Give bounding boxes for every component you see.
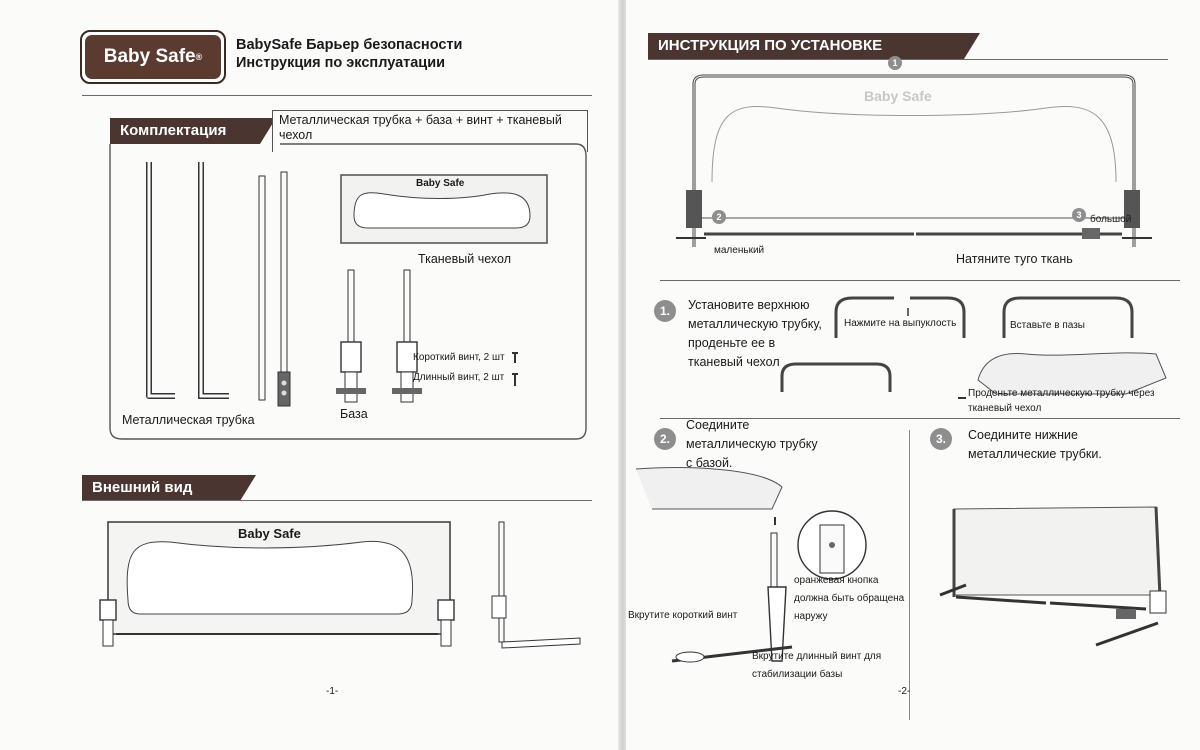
rail-logo: Baby Safe xyxy=(238,526,301,541)
page-gutter xyxy=(618,0,628,750)
step2-number: 2. xyxy=(654,428,676,450)
package-section-header: Комплектация xyxy=(110,118,276,144)
step3-diagram xyxy=(939,506,1167,647)
step1-number: 1. xyxy=(654,300,676,322)
step2-text: Соедините металлическую трубку с базой. xyxy=(686,418,818,470)
step2-diagram xyxy=(635,467,867,663)
appearance-section-header: Внешний вид xyxy=(82,475,256,501)
short-screw-note: Вкрутите короткий винт xyxy=(628,610,738,621)
manual-page-right: ИНСТРУКЦИЯ ПО УСТАНОВКЕ 1 2 3 Baby Safe … xyxy=(626,0,1200,750)
fabric-cover-drawing xyxy=(340,174,548,244)
package-section-label: Комплектация xyxy=(120,122,227,139)
step1-text: Установите верхнюю металлическую трубку,… xyxy=(688,298,822,369)
orange-button-note: оранжевая кнопка должна быть обращена на… xyxy=(794,575,905,622)
installation-section-header: ИНСТРУКЦИЯ ПО УСТАНОВКЕ xyxy=(648,33,980,59)
insert-slots-label: Вставьте в пазы xyxy=(1010,320,1085,331)
registered-mark: ® xyxy=(195,52,203,62)
step1-diagrams xyxy=(780,296,1167,399)
small-end-label: маленький xyxy=(714,245,765,256)
marker-2: 2 xyxy=(712,210,726,224)
step-divider-1 xyxy=(660,280,1180,281)
installation-section-label: ИНСТРУКЦИЯ ПО УСТАНОВКЕ xyxy=(658,37,883,54)
babysafe-logo: Baby Safe® xyxy=(80,30,226,84)
assembled-rail-front-view xyxy=(99,521,455,647)
installation-overview-diagram xyxy=(676,74,1152,247)
step-divider-2 xyxy=(660,418,1180,419)
package-contents-frame xyxy=(109,143,587,440)
long-screw-label: Длинный винт, 2 шт xyxy=(413,372,505,383)
big-end-label: большой xyxy=(1090,214,1132,225)
step3-text: Соедините нижние металлические трубки. xyxy=(968,428,1102,461)
appearance-divider xyxy=(82,500,592,501)
marker-1: 1 xyxy=(888,56,902,70)
long-screw-note: Вкрутите длинный винт для стабилизации б… xyxy=(752,651,882,680)
manual-page-left: Baby Safe® BabySafe Барьер безопасности … xyxy=(80,30,592,697)
header-divider xyxy=(82,95,592,96)
step-column-divider xyxy=(909,430,910,720)
base-label: База xyxy=(340,407,368,421)
metal-tube-drawings xyxy=(146,162,291,407)
appearance-section-label: Внешний вид xyxy=(92,479,193,496)
assembled-rail-side-view xyxy=(491,521,581,649)
base-drawing xyxy=(336,269,422,403)
installation-divider xyxy=(648,59,1168,60)
fabric-cover-logo: Baby Safe xyxy=(416,178,465,189)
right-page-number: -2- xyxy=(898,686,911,697)
marker-3: 3 xyxy=(1072,208,1086,222)
thread-tube-label: Проденьте металлическую трубку через тка… xyxy=(968,388,1155,414)
left-page-number: -1- xyxy=(326,686,339,697)
document-title: BabySafe Барьер безопасности xyxy=(236,37,463,53)
stretch-fabric-text: Натяните туго ткань xyxy=(956,252,1073,266)
metal-tube-label: Металлическая трубка xyxy=(122,413,255,427)
fabric-cover-label: Тканевый чехол xyxy=(418,252,511,266)
press-bump-label: Нажмите на выпуклость xyxy=(844,318,957,329)
frame-watermark-logo: Baby Safe xyxy=(864,88,932,104)
document-subtitle: Инструкция по эксплуатации xyxy=(236,55,446,71)
logo-text: Baby Safe xyxy=(103,46,196,67)
short-screw-label: Короткий винт, 2 шт xyxy=(413,352,505,363)
screw-icons xyxy=(512,352,518,386)
package-description: Металлическая трубка + база + винт + тка… xyxy=(272,110,588,152)
step3-number: 3. xyxy=(930,428,952,450)
